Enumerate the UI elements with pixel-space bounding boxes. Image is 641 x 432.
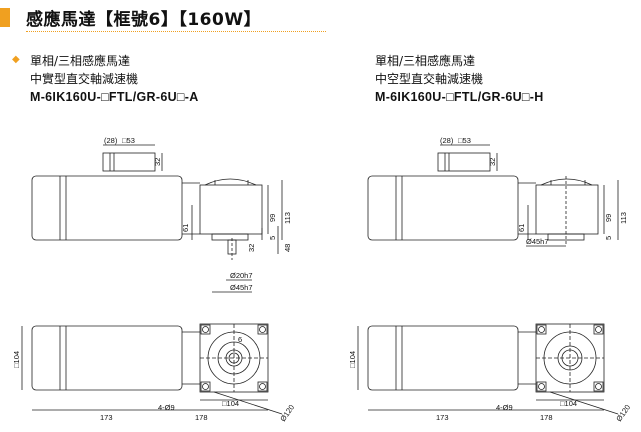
dim-sq104-left: □104 <box>12 351 21 368</box>
dim-len178: 178 <box>195 413 208 422</box>
dim-h99: 99 <box>604 214 613 222</box>
dim-d45: Ø45h7 <box>230 283 253 292</box>
dim-holes: 4-Ø9 <box>496 403 513 412</box>
left-top-view <box>21 323 283 415</box>
title-accent-marker <box>0 8 10 27</box>
left-gearbox <box>199 184 263 235</box>
right-dimension-labels: (28) □53 32 99 113 61 5 Ø45h7 □104 173 1… <box>348 136 632 423</box>
left-product-line2: 中實型直交軸減速機 <box>30 72 139 86</box>
dim-box-width: (28) <box>440 136 454 145</box>
dim-box-width: (28) <box>104 136 118 145</box>
dim-h61: 61 <box>181 224 190 232</box>
right-product-model: M-6IK160U-□FTL/GR-6U□-H <box>375 90 544 104</box>
right-gearbox <box>535 184 599 235</box>
dim-box-height: 32 <box>488 158 497 166</box>
right-product-header: 單相/三相感應馬達 中空型直交軸減速機 M-6IK160U-□FTL/GR-6U… <box>375 52 641 106</box>
dim-d120: Ø120 <box>278 403 296 423</box>
dim-len173: 173 <box>100 413 113 422</box>
right-side-view <box>367 144 619 247</box>
page-title: 感應馬達【框號6】【160W】 <box>26 10 262 30</box>
dim-len178: 178 <box>540 413 553 422</box>
right-product-line1: 單相/三相感應馬達 <box>375 54 476 68</box>
dim-h113: 113 <box>283 212 292 224</box>
left-product-header: ◆ 單相/三相感應馬達 中實型直交軸減速機 M-6IK160U-□FTL/GR-… <box>0 52 320 106</box>
right-top-motor <box>367 325 519 391</box>
left-terminal-box <box>102 152 156 172</box>
right-terminal-box <box>437 152 491 172</box>
left-product-model: M-6IK160U-□FTL/GR-6U□-A <box>30 90 199 104</box>
dim-sq104-bottom: □104 <box>560 399 577 408</box>
dim-holes: 4-Ø9 <box>158 403 175 412</box>
dim-sq104-bottom: □104 <box>222 399 239 408</box>
right-motor-body <box>367 175 519 241</box>
left-motor-body <box>31 175 183 241</box>
left-side-view <box>31 144 283 293</box>
dim-h5: 5 <box>268 236 277 240</box>
dim-len173: 173 <box>436 413 449 422</box>
left-output-shaft <box>227 239 237 255</box>
dim-box-square: □53 <box>458 136 471 145</box>
dim-shaft-32: 32 <box>247 244 256 252</box>
dim-h113: 113 <box>619 212 628 224</box>
left-top-motor <box>31 325 183 391</box>
dim-sq104-left: □104 <box>348 351 357 368</box>
dim-h5: 5 <box>604 236 613 240</box>
diamond-bullet-icon: ◆ <box>12 54 20 65</box>
dim-d45: Ø45h7 <box>526 237 549 246</box>
dim-h61: 61 <box>517 224 526 232</box>
left-product-line1: 單相/三相感應馬達 <box>30 54 131 68</box>
title-underline <box>26 31 326 32</box>
dim-d20: Ø20h7 <box>230 271 253 280</box>
right-product-line2: 中空型直交軸減速機 <box>375 72 484 86</box>
right-top-view <box>357 323 619 415</box>
dim-h99: 99 <box>268 214 277 222</box>
dim-box-height: 32 <box>153 158 162 166</box>
dim-d120: Ø120 <box>614 403 632 423</box>
dim-key6: 6 <box>238 335 242 344</box>
dim-box-square: □53 <box>122 136 135 145</box>
title-bar: 感應馬達【框號6】【160W】 <box>0 0 641 34</box>
left-dimension-labels: (28) □53 32 99 113 61 32 5 48 Ø20h7 Ø45h… <box>12 136 296 423</box>
dim-h48: 48 <box>283 244 292 252</box>
